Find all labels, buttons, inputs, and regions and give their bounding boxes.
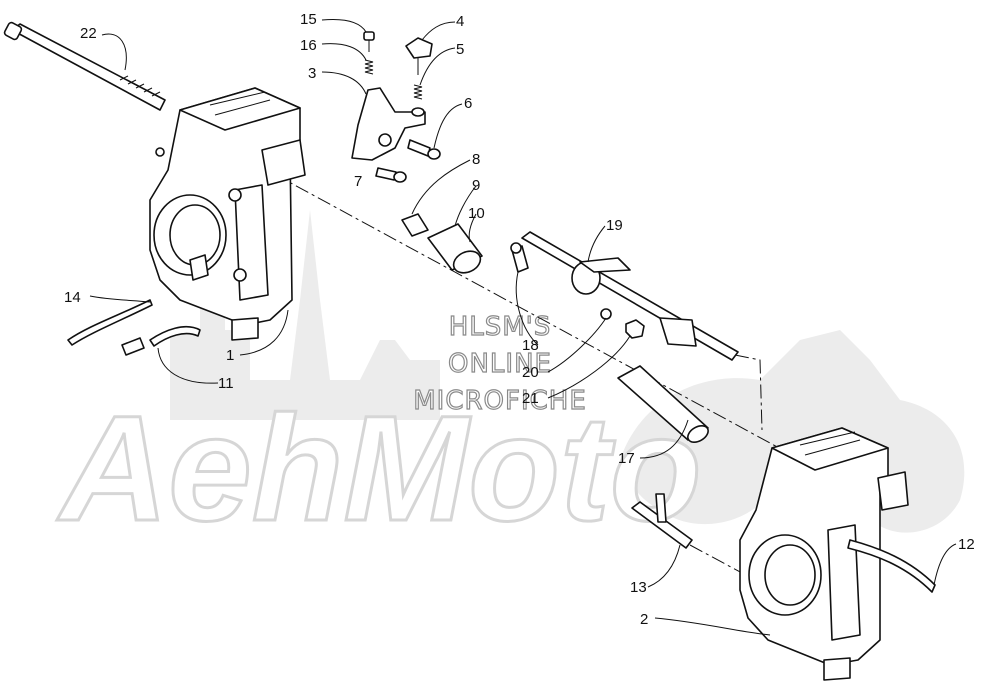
- callout-2: 2: [640, 611, 648, 628]
- leader-20: [547, 317, 607, 373]
- part-9-sleeve: [427, 223, 483, 274]
- callout-6: 6: [464, 95, 472, 112]
- callout-15: 15: [300, 11, 317, 28]
- leader-11: [157, 347, 219, 384]
- part-11-clip: [121, 325, 201, 356]
- callout-13: 13: [630, 579, 647, 596]
- part-6-screw: [407, 139, 441, 160]
- part-12-cable: [847, 539, 936, 593]
- part-16-spring: [364, 59, 374, 75]
- callout-18: 18: [522, 337, 539, 354]
- watermark-line-3: MICROFICHE: [413, 386, 587, 416]
- part-22-long-screw: [3, 21, 166, 111]
- callout-22: 22: [80, 25, 97, 42]
- part-21-nut: [625, 319, 645, 339]
- alignment-line-carb2: [734, 354, 763, 431]
- callout-5: 5: [456, 41, 464, 58]
- callout-4: 4: [456, 13, 464, 30]
- leader-1: [239, 309, 289, 356]
- part-19-throttle-shaft: [521, 231, 739, 361]
- part-17-tube: [617, 365, 709, 443]
- leader-16: [321, 43, 367, 61]
- watermark-line-2: ONLINE: [448, 349, 552, 379]
- callout-7: 7: [354, 173, 362, 190]
- part-15-screw: [363, 31, 375, 52]
- part-8-bushing: [401, 213, 429, 237]
- callout-9: 9: [472, 177, 480, 194]
- callout-12: 12: [958, 536, 975, 553]
- callout-21: 21: [522, 390, 539, 407]
- leader-22: [101, 33, 127, 71]
- leader-2: [654, 617, 771, 636]
- callout-17: 17: [618, 450, 635, 467]
- callout-3: 3: [308, 65, 316, 82]
- watermark-brand-text: AehMoto: [56, 384, 702, 552]
- callout-1: 1: [226, 347, 234, 364]
- leader-18: [515, 271, 539, 346]
- part-4-knob: [405, 37, 433, 75]
- leader-17: [639, 419, 689, 459]
- leader-4: [421, 21, 456, 41]
- leader-6: [433, 103, 463, 149]
- leader-13: [647, 544, 681, 588]
- leader-21: [547, 335, 631, 399]
- part-20-screw: [600, 308, 612, 320]
- part-1-left-carburetor: [149, 87, 306, 341]
- leader-9: [454, 185, 477, 227]
- watermark-line-1: HLSM'S: [449, 312, 552, 342]
- leader-8: [411, 159, 471, 215]
- part-13-tee-fitting: [631, 493, 693, 549]
- alignment-line-main: [229, 149, 876, 501]
- callout-10: 10: [468, 205, 485, 222]
- callout-16: 16: [300, 37, 317, 54]
- part-5-spring: [411, 84, 425, 117]
- leader-lines: [89, 19, 957, 636]
- callout-20: 20: [522, 364, 539, 381]
- part-3-bracket: [351, 87, 426, 161]
- callout-8: 8: [472, 151, 480, 168]
- leader-10: [468, 213, 477, 243]
- part-2-right-carburetor: [739, 427, 909, 681]
- leader-3: [321, 71, 367, 95]
- leader-19: [587, 225, 606, 263]
- leader-5: [419, 47, 456, 86]
- leader-15: [321, 19, 367, 33]
- part-14-cable: [67, 299, 153, 346]
- part-18-screw: [510, 242, 529, 273]
- leader-14: [89, 295, 151, 303]
- callout-14: 14: [64, 289, 81, 306]
- leader-12: [933, 543, 957, 586]
- callout-19: 19: [606, 217, 623, 234]
- callout-11: 11: [218, 375, 234, 392]
- watermark-castle-silhouette: [170, 210, 440, 420]
- part-7-screw: [375, 167, 407, 183]
- callout-labels: 22 15 16 3 4 5 6 7 8 9 10 19 18 20 21 17…: [64, 11, 975, 628]
